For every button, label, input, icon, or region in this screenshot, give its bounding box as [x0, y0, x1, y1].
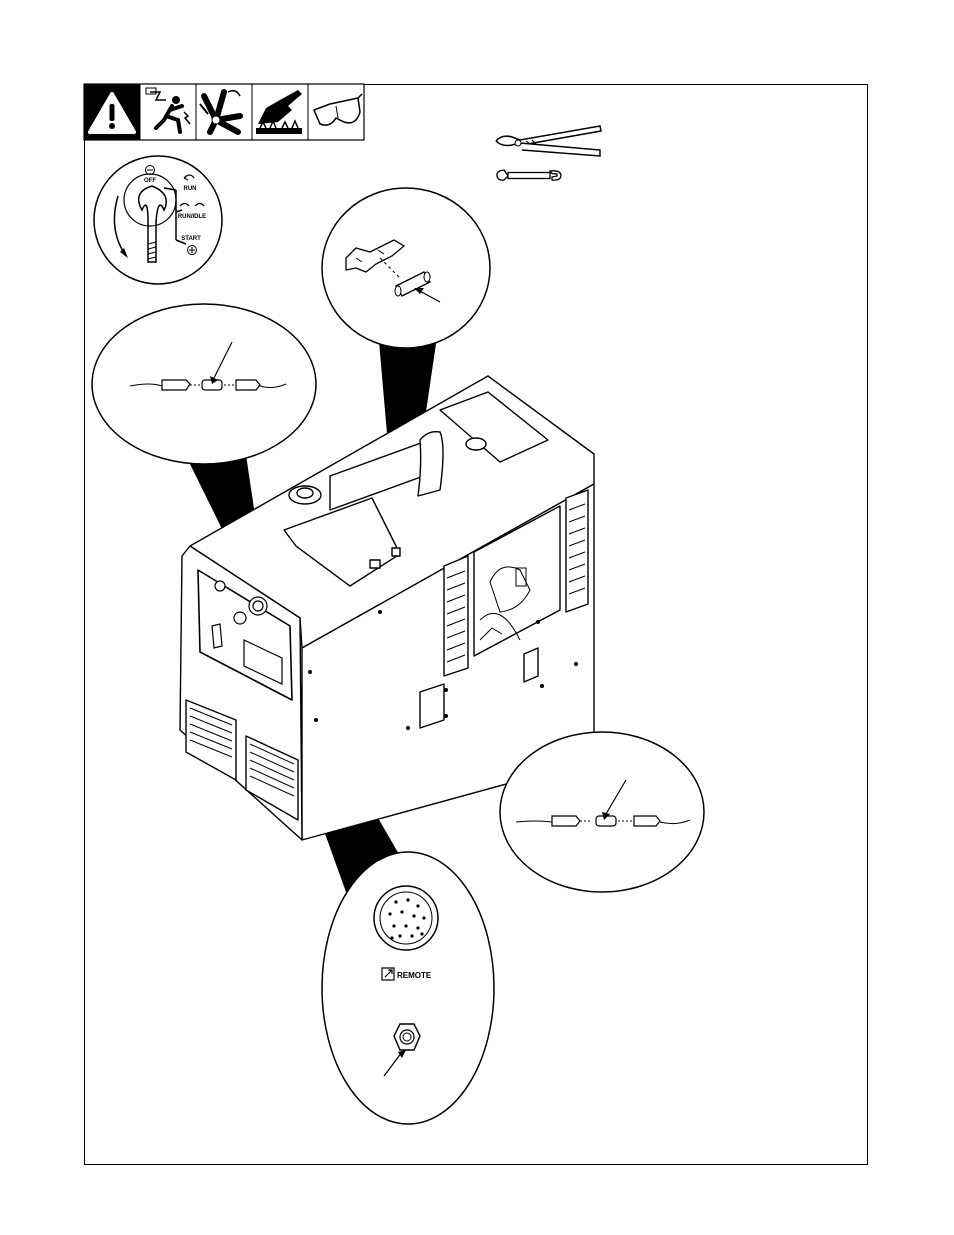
- run-label: RUN: [184, 186, 197, 192]
- remote-receptacle-inset: REMOTE: [322, 852, 494, 1124]
- remote-label: REMOTE: [397, 971, 432, 980]
- open-end-wrench-icon: [497, 170, 561, 180]
- off-label: OFF: [144, 178, 156, 184]
- inline-fuse-inset-left: [92, 304, 316, 464]
- circuit-breaker-icon: [394, 1024, 420, 1050]
- crimping-pliers-icon: [496, 126, 601, 156]
- ignition-switch-diagram: OFF RUN RUN/IDLE START: [94, 156, 222, 284]
- start-label: START: [181, 236, 201, 242]
- fuse-holder-inset: [322, 188, 490, 348]
- warning-icon: [84, 84, 140, 140]
- inline-fuse-inset-right: [500, 732, 704, 892]
- remote-receptacle-icon: [374, 886, 438, 950]
- safety-icon-strip: [84, 84, 364, 140]
- run-idle-label: RUN/IDLE: [178, 214, 206, 220]
- remote-arrow-icon: [382, 968, 394, 980]
